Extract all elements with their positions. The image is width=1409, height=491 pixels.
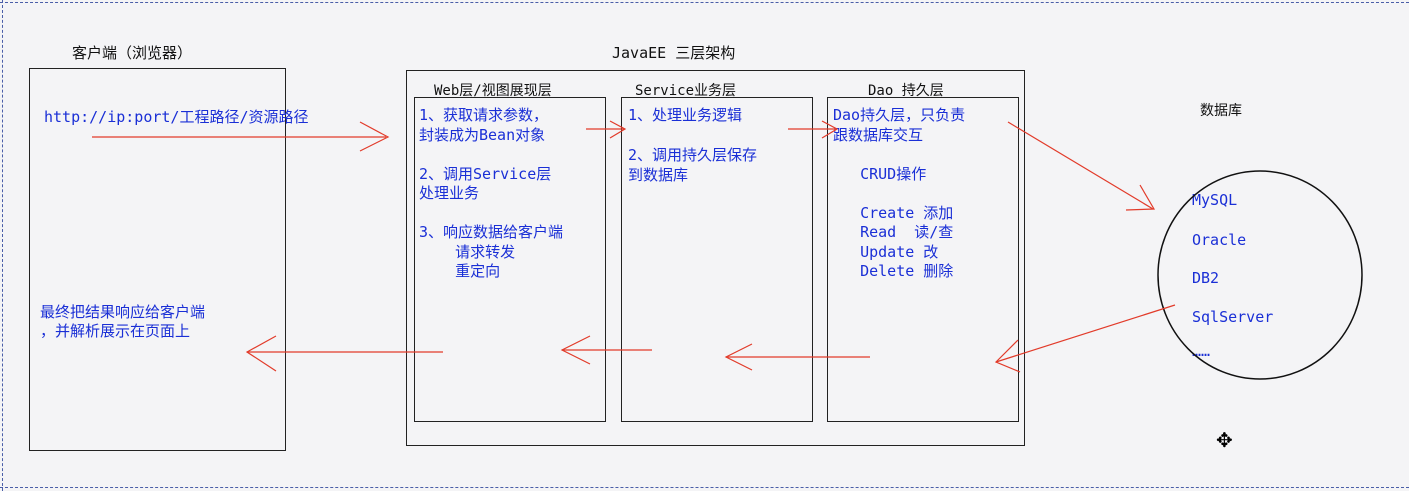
arrow-database-to-dao (995, 304, 1176, 363)
dao-layer-line: CRUD操作 (833, 164, 927, 183)
javaee-box[interactable] (406, 70, 1025, 446)
dao-layer-title: Dao 持久层 (868, 83, 944, 99)
dao-layer-line: Update 改 (833, 242, 939, 261)
arrow-service-to-web-head (560, 335, 591, 365)
arrow-service-to-dao-head (821, 120, 839, 139)
web-layer-line: 1、获取请求参数， (419, 106, 549, 124)
web-layer-line: 2、调用Service层 (419, 164, 552, 183)
client-result-line-1: 最终把结果响应给客户端 (40, 303, 206, 321)
arrow-client-to-web-head (359, 121, 390, 152)
dao-layer-line: Dao持久层，只负责 (833, 106, 966, 124)
database-item: MySQL (1192, 191, 1238, 209)
javaee-title: JavaEE 三层架构 (612, 44, 736, 62)
dao-layer-box[interactable] (827, 97, 1019, 422)
client-title: 客户端（浏览器） (72, 44, 193, 62)
arrow-web-to-service-head (609, 120, 627, 139)
web-layer-line: 请求转发 (419, 242, 516, 261)
client-box[interactable] (29, 68, 286, 451)
arrow-dao-to-database (1007, 121, 1154, 210)
web-layer-line: 封装成为Bean对象 (419, 125, 546, 144)
service-layer-title: Service业务层 (635, 83, 737, 99)
database-item: SqlServer (1192, 308, 1274, 326)
client-result-line-2: ，并解析展示在页面上 (40, 322, 191, 340)
web-layer-box[interactable] (414, 97, 606, 422)
selection-border-bottom (0, 487, 1409, 488)
dao-layer-line: Delete 删除 (833, 262, 954, 280)
service-layer-line: 2、调用持久层保存 (628, 146, 758, 164)
move-cursor-icon: ✥ (1216, 428, 1233, 452)
arrow-dao-to-database-head (1125, 184, 1156, 211)
dao-layer-line: Read 读/查 (833, 223, 954, 241)
database-item: Oracle (1192, 231, 1247, 249)
dao-layer-line: 跟数据库交互 (833, 125, 924, 144)
client-request-url: http://ip:port/工程路径/资源路径 (44, 108, 309, 126)
database-ellipse[interactable] (1157, 170, 1363, 380)
arrow-web-to-client-head (245, 335, 277, 372)
selection-border-top (0, 2, 1409, 3)
service-layer-box[interactable] (621, 97, 813, 422)
selection-border-left (2, 0, 3, 491)
database-item: DB2 (1192, 269, 1220, 287)
dao-layer-line: Create 添加 (833, 203, 954, 222)
web-layer-line: 3、响应数据给客户端 (419, 223, 564, 241)
web-layer-line: 处理业务 (419, 184, 480, 202)
web-layer-line: 重定向 (419, 262, 501, 280)
service-layer-line: 1、处理业务逻辑 (628, 106, 743, 124)
arrow-database-to-dao-head (994, 339, 1021, 373)
database-title: 数据库 (1200, 103, 1242, 119)
web-layer-title: Web层/视图展现层 (434, 83, 552, 99)
arrow-dao-to-service-head (724, 343, 753, 371)
service-layer-line: 到数据库 (628, 166, 689, 184)
